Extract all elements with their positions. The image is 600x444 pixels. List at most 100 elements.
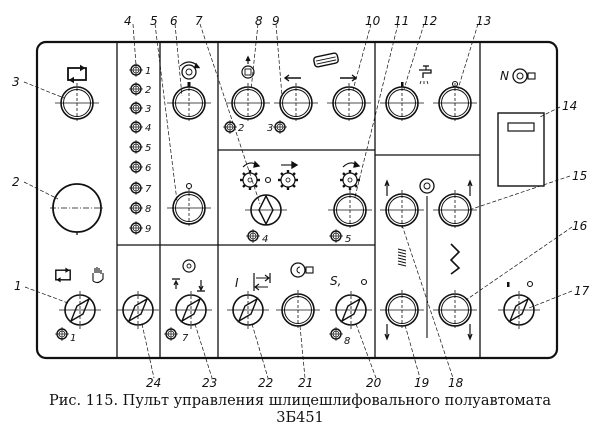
spring-icon: [397, 248, 407, 267]
lamp-4-label: 4: [262, 234, 268, 245]
callout-6: 6: [170, 14, 178, 28]
main-power-icon: [512, 68, 536, 84]
down-arrow-19: [384, 324, 390, 341]
switch-1[interactable]: [58, 290, 102, 330]
down-arrow-16: [467, 324, 473, 341]
callout-13: 13: [476, 14, 491, 28]
gear-icon-2: [276, 168, 300, 192]
up-arrow-15: [467, 179, 473, 196]
ring-indicator: [419, 178, 435, 194]
switch-22-I-label: I: [235, 276, 239, 290]
caption-line-2: 3Б451: [276, 410, 324, 426]
button-5[interactable]: [166, 187, 212, 229]
callout-10: 10: [365, 14, 381, 28]
callout-8: 8: [255, 14, 263, 28]
callout-12: 12: [422, 14, 437, 28]
button-21[interactable]: [275, 289, 321, 331]
button-3[interactable]: [54, 82, 100, 124]
up-arrow-19: [384, 179, 390, 196]
callout-23: 23: [202, 376, 217, 390]
callout-24: 24: [146, 376, 161, 390]
caption-line-1: Рис. 115. Пульт управления шлицешлифовал…: [49, 393, 551, 409]
indicator-label-5: 5: [145, 143, 151, 154]
callout-5: 5: [150, 14, 158, 28]
indicator-label-3: 3: [145, 104, 151, 115]
lamp-7: [163, 326, 179, 342]
control-panel-diagram: 1 1 2 3 4 5 6 7 8 9: [12, 14, 590, 390]
callout-15: 15: [572, 169, 587, 183]
callout-22: 22: [258, 376, 273, 390]
power-N-label: N: [500, 69, 509, 83]
coolant-tap-icon: [419, 65, 432, 85]
right-arrow-icon: [340, 74, 358, 82]
lamp-1: [54, 326, 70, 342]
switch-17[interactable]: [497, 290, 541, 330]
on-mark-17: [507, 282, 510, 287]
callout-21: 21: [298, 376, 313, 390]
figure-caption: Рис. 115. Пульт управления шлицешлифовал…: [0, 393, 600, 427]
off-mark-icon: [185, 182, 193, 190]
selector-7[interactable]: [245, 194, 287, 226]
callout-19: 19: [414, 376, 429, 390]
left-arrow-icon: [283, 74, 301, 82]
off-mark-20: [360, 278, 368, 286]
lamp-4: [245, 228, 261, 244]
lamp-2-label: 2: [238, 123, 244, 134]
switch-22[interactable]: [226, 290, 270, 330]
lamp-7-label: 7: [182, 333, 189, 344]
button-12[interactable]: [379, 82, 425, 124]
indicator-label-8: 8: [145, 204, 151, 215]
callout-14: 14: [562, 99, 577, 113]
switch-23[interactable]: [169, 290, 213, 330]
indicator-ring-icon: [182, 259, 196, 273]
callout-9: 9: [272, 14, 280, 28]
zigzag-icon: [449, 243, 461, 275]
button-8[interactable]: [225, 82, 271, 124]
gear-icon-3: [338, 168, 362, 192]
panel-frame: [35, 40, 559, 360]
off-mark-17: [526, 280, 534, 288]
callout-3: 3: [12, 75, 20, 89]
button-11[interactable]: [327, 189, 373, 231]
dot-separator: [264, 176, 272, 184]
button-6[interactable]: [166, 82, 212, 124]
indicator-label-6: 6: [145, 163, 151, 174]
lamp-5-label: 5: [345, 234, 351, 245]
switch-20[interactable]: [329, 290, 373, 330]
button-10[interactable]: [326, 82, 372, 124]
cycle-icon: [67, 64, 87, 84]
callout-2: 2: [12, 175, 20, 189]
leader-lines: [23, 23, 573, 379]
callout-17: 17: [574, 284, 590, 298]
lamp-2: [222, 119, 238, 135]
callout-7: 7: [195, 14, 203, 28]
indicator-label-4: 4: [145, 123, 151, 134]
switch-20-S-label: S,: [330, 274, 341, 288]
cycle-icon-small: [55, 267, 71, 283]
feed-icon: [253, 273, 271, 291]
lamp-1-label: 1: [70, 333, 76, 344]
lamp-5: [328, 228, 344, 244]
rotate-arrow-left: [242, 160, 261, 168]
rotate-arrow-right: [281, 160, 299, 170]
button-9[interactable]: [273, 82, 319, 124]
indicator-label-9: 9: [145, 224, 151, 235]
down-arrow-icon: [197, 280, 205, 292]
lamp-8: [328, 326, 344, 342]
table-icon: [313, 52, 339, 68]
lamp-8-label: 8: [344, 336, 350, 347]
callout-16: 16: [572, 219, 588, 233]
callout-20: 20: [366, 376, 382, 390]
indicator-label-1: 1: [145, 66, 151, 77]
rotate-arrow-3: [342, 160, 361, 168]
indicator-label-7: 7: [145, 184, 152, 195]
indicator-label-2: 2: [145, 85, 151, 96]
switch-24[interactable]: [116, 290, 160, 330]
hand-icon: [92, 267, 104, 284]
indicator-2-round-window: [50, 183, 104, 235]
instrument-14-plate: [497, 112, 545, 187]
rotation-icon: [179, 61, 201, 87]
button-13[interactable]: [432, 82, 478, 124]
up-arrow-icon: [172, 278, 180, 289]
callout-1: 1: [14, 279, 22, 293]
